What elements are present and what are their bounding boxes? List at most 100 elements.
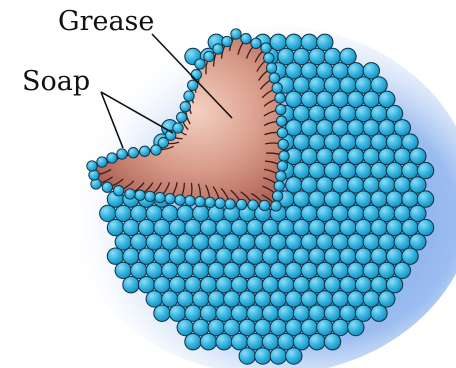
- soap-head-ball: [255, 291, 271, 307]
- soap-head-ball: [332, 148, 348, 164]
- soap-head-ball: [262, 305, 278, 321]
- soap-head-ball: [239, 234, 255, 250]
- soap-head-ball: [131, 234, 147, 250]
- soap-head-ball: [417, 162, 433, 178]
- soap-head-ball: [363, 291, 379, 307]
- soap-head-ball: [348, 262, 364, 278]
- soap-head-ball: [348, 148, 364, 164]
- soap-head-ball: [332, 120, 348, 136]
- soap-head-ball: [410, 148, 426, 164]
- soap-head-ball: [162, 291, 178, 307]
- soap-head-ball: [317, 291, 333, 307]
- soap-head-ball: [278, 305, 294, 321]
- soap-head-rim-ball: [102, 182, 112, 192]
- soap-head-ball: [278, 334, 294, 350]
- soap-head-ball: [379, 148, 395, 164]
- soap-head-ball: [278, 219, 294, 235]
- soap-head-ball: [224, 262, 240, 278]
- soap-head-rim-ball: [191, 70, 201, 80]
- soap-head-ball: [348, 120, 364, 136]
- soap-head-ball: [317, 120, 333, 136]
- soap-head-ball: [394, 262, 410, 278]
- soap-head-ball: [301, 148, 317, 164]
- soap-head-ball: [324, 219, 340, 235]
- soap-head-ball: [363, 148, 379, 164]
- soap-head-ball: [301, 291, 317, 307]
- soap-head-ball: [363, 234, 379, 250]
- soap-head-ball: [138, 219, 154, 235]
- soap-head-ball: [239, 291, 255, 307]
- soap-head-ball: [239, 348, 255, 364]
- soap-head-rim-ball: [266, 63, 276, 73]
- soap-head-ball: [379, 291, 395, 307]
- soap-head-rim-ball: [276, 171, 286, 181]
- soap-head-ball: [262, 219, 278, 235]
- soap-head-ball: [270, 234, 286, 250]
- soap-head-ball: [200, 219, 216, 235]
- soap-head-ball: [231, 305, 247, 321]
- soap-head-ball: [355, 191, 371, 207]
- soap-head-ball: [293, 48, 309, 64]
- soap-head-ball: [379, 91, 395, 107]
- soap-head-ball: [177, 291, 193, 307]
- soap-head-rim-ball: [205, 197, 215, 207]
- soap-head-ball: [417, 219, 433, 235]
- soap-head-ball: [355, 219, 371, 235]
- soap-head-ball: [394, 234, 410, 250]
- soap-head-ball: [293, 162, 309, 178]
- soap-head-ball: [340, 219, 356, 235]
- soap-head-rim-ball: [114, 186, 124, 196]
- soap-head-rim-ball: [276, 116, 286, 126]
- soap-head-ball: [371, 191, 387, 207]
- soap-head-ball: [394, 120, 410, 136]
- soap-head-ball: [363, 91, 379, 107]
- soap-head-ball: [348, 91, 364, 107]
- soap-head-ball: [146, 234, 162, 250]
- soap-head-rim-ball: [264, 53, 274, 63]
- soap-head-rim-ball: [175, 195, 185, 205]
- soap-head-ball: [317, 91, 333, 107]
- soap-head-rim-ball: [97, 157, 107, 167]
- soap-head-ball: [317, 262, 333, 278]
- soap-head-ball: [169, 219, 185, 235]
- soap-head-rim-ball: [177, 112, 187, 122]
- soap-head-rim-ball: [236, 199, 246, 209]
- soap-head-ball: [324, 77, 340, 93]
- soap-head-ball: [402, 162, 418, 178]
- soap-head-ball: [386, 162, 402, 178]
- soap-head-rim-ball: [222, 36, 232, 46]
- soap-head-rim-ball: [184, 91, 194, 101]
- soap-head-ball: [123, 219, 139, 235]
- soap-head-rim-ball: [278, 139, 288, 149]
- soap-head-ball: [293, 191, 309, 207]
- soap-head-rim-ball: [135, 190, 145, 200]
- soap-head-rim-ball: [155, 192, 165, 202]
- soap-head-ball: [371, 305, 387, 321]
- soap-head-ball: [293, 334, 309, 350]
- soap-head-ball: [371, 162, 387, 178]
- soap-head-ball: [340, 162, 356, 178]
- soap-head-ball: [340, 191, 356, 207]
- grease-label: Grease: [58, 6, 154, 37]
- soap-head-ball: [146, 291, 162, 307]
- soap-head-ball: [185, 305, 201, 321]
- soap-head-ball: [332, 291, 348, 307]
- soap-head-ball: [309, 191, 325, 207]
- soap-head-ball: [402, 219, 418, 235]
- soap-head-ball: [270, 291, 286, 307]
- soap-head-ball: [363, 120, 379, 136]
- soap-head-ball: [286, 234, 302, 250]
- soap-head-ball: [270, 262, 286, 278]
- soap-head-ball: [177, 262, 193, 278]
- soap-head-ball: [293, 77, 309, 93]
- soap-head-ball: [239, 262, 255, 278]
- soap-head-ball: [255, 262, 271, 278]
- soap-head-ball: [324, 191, 340, 207]
- soap-head-rim-ball: [117, 149, 127, 159]
- soap-head-rim-ball: [269, 73, 279, 83]
- soap-head-ball: [247, 334, 263, 350]
- soap-head-ball: [355, 162, 371, 178]
- soap-head-ball: [224, 234, 240, 250]
- soap-head-rim-ball: [195, 59, 205, 69]
- soap-head-ball: [324, 305, 340, 321]
